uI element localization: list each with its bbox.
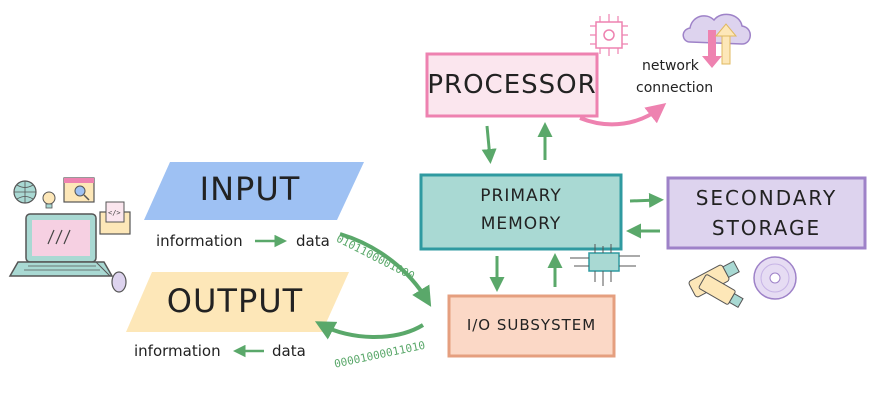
secondary-storage-label-line1: SECONDARY [695, 186, 838, 210]
arrow-io-to-output [314, 321, 425, 340]
lightbulb-icon [42, 191, 56, 209]
io-subsystem-box [447, 294, 616, 358]
primary-memory-label-line2: MEMORY [480, 214, 562, 234]
processor-box [425, 52, 599, 118]
io-subsystem-label: I/O SUBSYSTEM [466, 316, 597, 334]
input-information-label: information [156, 232, 243, 250]
primary-memory-label-line1: PRIMARY [480, 186, 562, 206]
cloud-transfer-icon [682, 13, 751, 68]
output-label: OUTPUT [166, 282, 304, 320]
secondary-storage-box [666, 176, 867, 250]
usb-drive-icon [688, 260, 744, 309]
output-shape [126, 272, 349, 332]
circuit-chip-icon [570, 244, 640, 286]
processor-label: PROCESSOR [427, 70, 597, 100]
arrow-processor-to-memory [481, 125, 497, 164]
search-window-icon [63, 177, 95, 203]
globe-icon [13, 180, 37, 204]
arrow-memory-to-storage [629, 192, 664, 208]
output-information-label: information [134, 342, 221, 360]
arrow-processor-to-network [579, 103, 667, 127]
network-label-line1: network [642, 58, 699, 74]
chip-icon [590, 14, 628, 56]
network-label-line2: connection [636, 80, 714, 96]
arrow-input-to-io [339, 232, 432, 307]
mouse-icon [95, 261, 127, 293]
primary-memory-box [419, 173, 623, 251]
laptop-icon [8, 213, 114, 277]
input-data-label: data [296, 232, 330, 250]
input-label: INPUT [199, 170, 301, 208]
secondary-storage-label-line2: STORAGE [711, 216, 822, 240]
svg-text:</>: </> [108, 209, 121, 217]
input-shape [144, 162, 364, 220]
output-data-label: data [272, 342, 306, 360]
cd-disc-icon [753, 256, 797, 300]
code-envelope-icon: </> [99, 201, 131, 235]
